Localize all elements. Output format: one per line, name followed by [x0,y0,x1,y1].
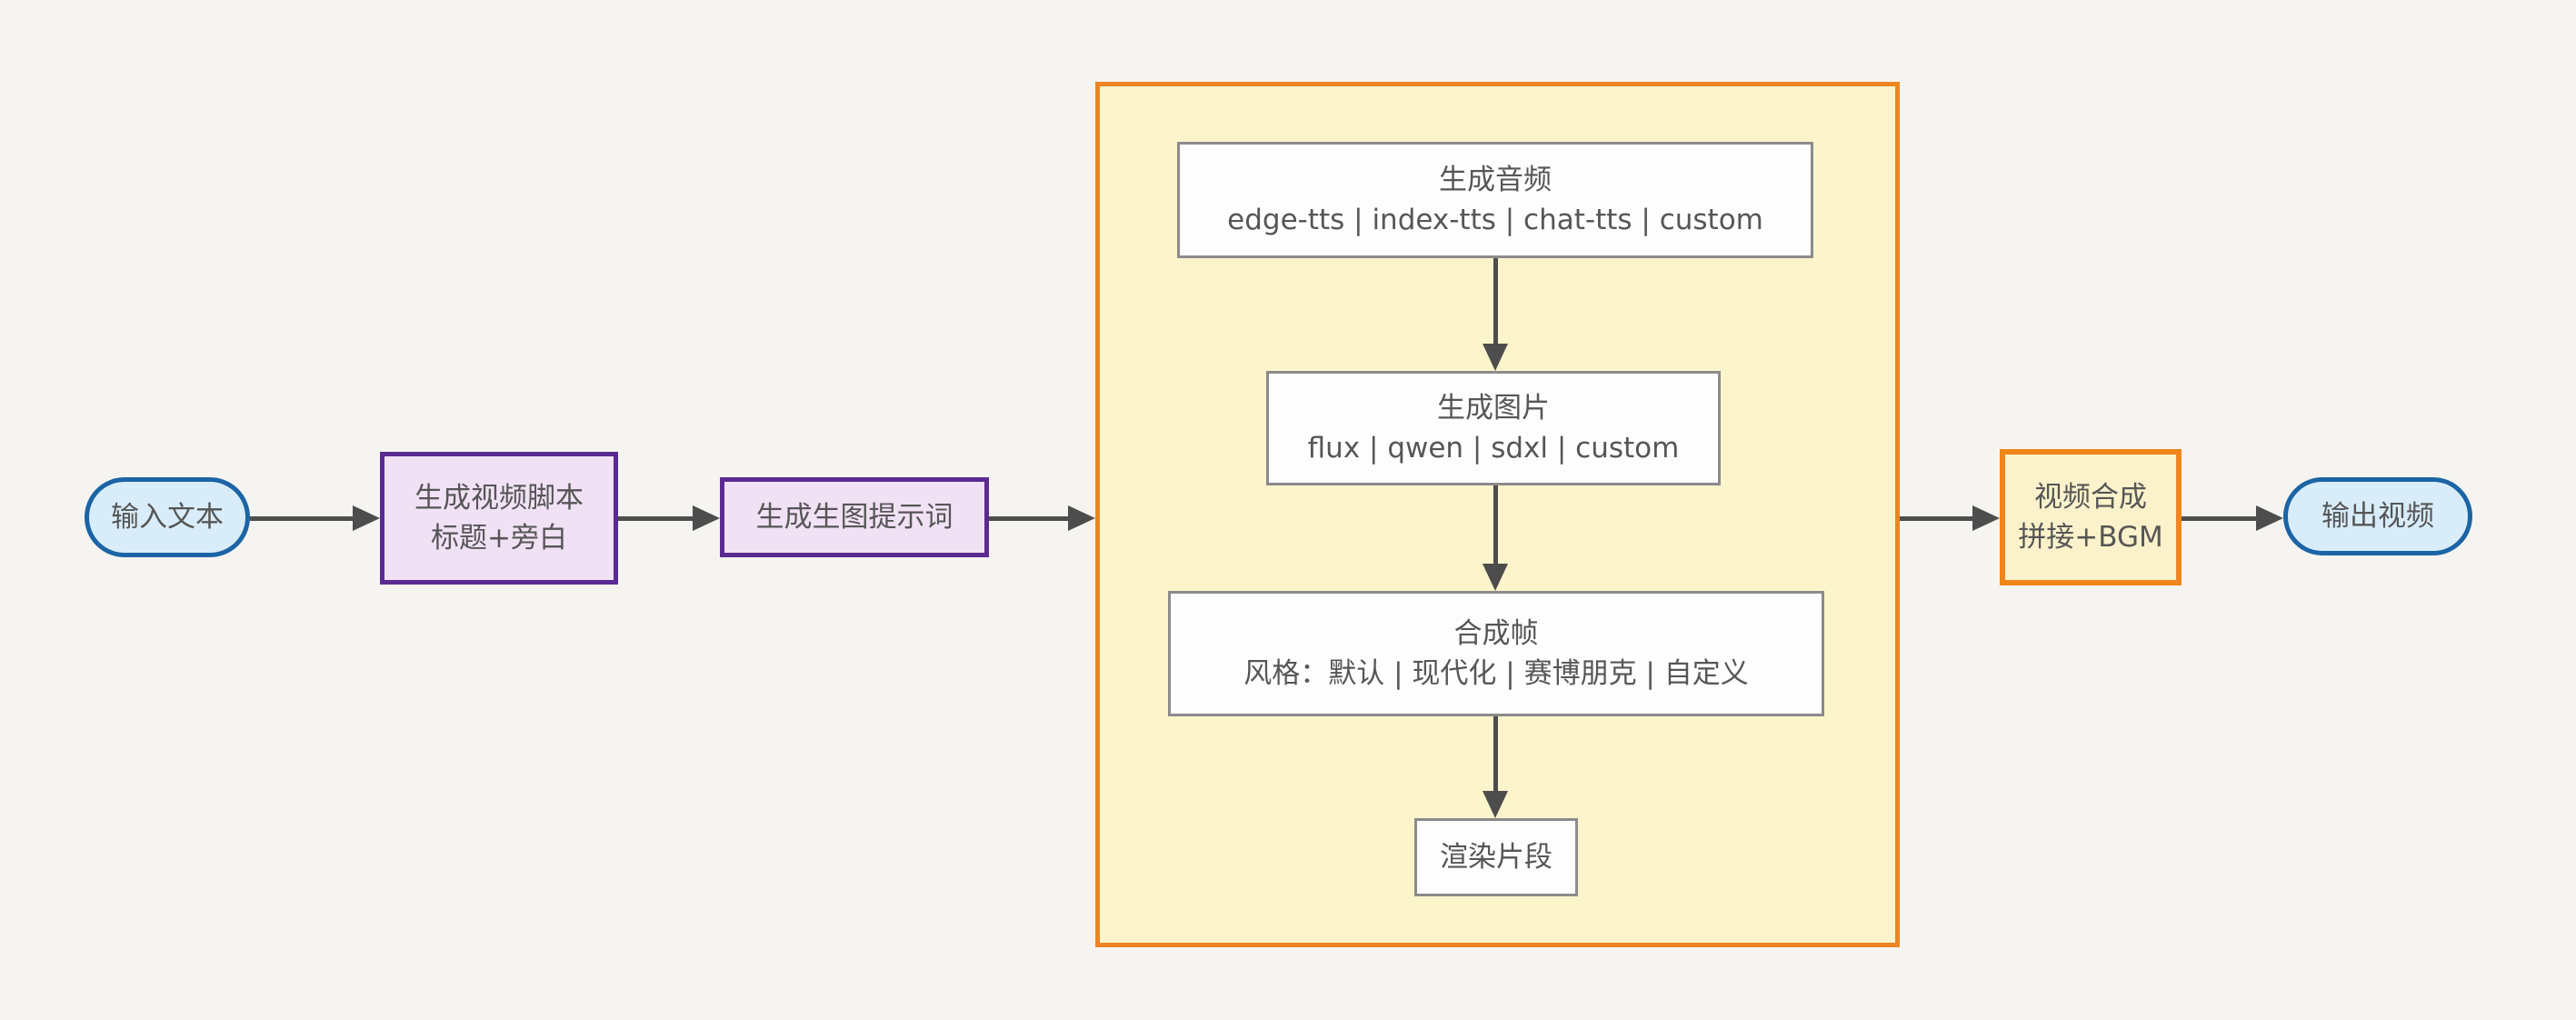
output-video-node: 输出视频 [2283,477,2472,555]
video-compose-label-line2: 拼接+BGM [2018,521,2163,554]
generate-script-label-line1: 生成视频脚本 [414,482,584,515]
arrowhead-right-icon [2256,505,2283,531]
input-text-label: 输入文本 [111,501,224,534]
arrowhead-right-icon [353,505,380,531]
compose-frame-label-line1: 合成帧 [1453,617,1539,650]
generate-audio-label-line2: edge-tts | index-tts | chat-tts | custom [1227,204,1763,236]
generate-image-node: 生成图片 flux | qwen | sdxl | custom [1266,371,1721,485]
compose-frame-label-line2: 风格：默认 | 现代化 | 赛博朋克 | 自定义 [1243,657,1749,690]
output-video-label: 输出视频 [2321,500,2434,533]
video-compose-label-line1: 视频合成 [2034,481,2147,514]
arrowhead-right-icon [693,505,720,531]
generate-prompt-label: 生成生图提示词 [755,501,954,534]
generate-audio-node: 生成音频 edge-tts | index-tts | chat-tts | c… [1177,142,1813,258]
arrowhead-right-icon [1068,505,1095,531]
arrowhead-down-icon [1483,564,1508,591]
generate-script-node: 生成视频脚本 标题+旁白 [380,452,618,585]
generate-image-label-line1: 生成图片 [1437,392,1550,425]
input-text-node: 输入文本 [85,477,250,557]
generate-image-label-line2: flux | qwen | sdxl | custom [1307,432,1680,465]
arrowhead-down-icon [1483,791,1508,818]
video-compose-node: 视频合成 拼接+BGM [2000,449,2182,585]
arrowhead-down-icon [1483,344,1508,371]
render-clip-label: 渲染片段 [1440,841,1553,874]
render-clip-node: 渲染片段 [1414,818,1578,896]
generate-prompt-node: 生成生图提示词 [720,477,989,557]
arrowhead-right-icon [1972,505,2000,531]
generate-audio-label-line1: 生成音频 [1439,164,1552,196]
compose-frame-node: 合成帧 风格：默认 | 现代化 | 赛博朋克 | 自定义 [1168,591,1824,716]
generate-script-label-line2: 标题+旁白 [431,522,567,555]
